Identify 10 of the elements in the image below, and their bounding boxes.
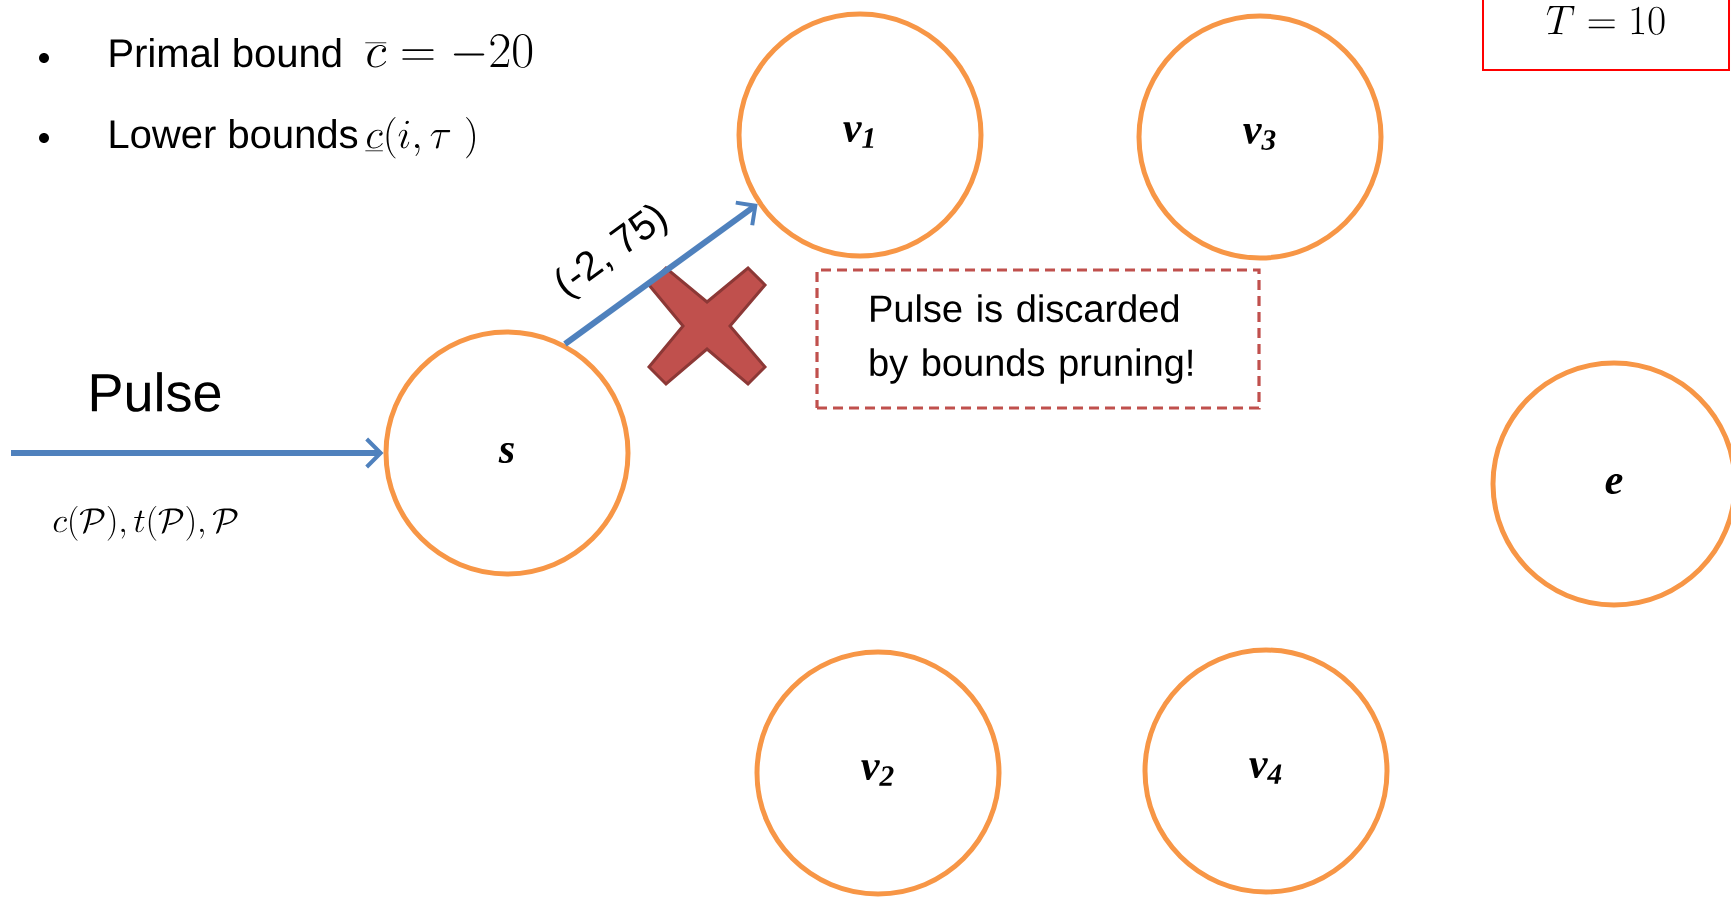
text-line: Lower bounds $\underline{c}(i,\tau\ )$ xyxy=(110,116,475,159)
note-box: Pulse is discarded by bounds pruning! xyxy=(815,268,1261,410)
edge-label: (-2, 75) xyxy=(546,196,678,308)
arrow xyxy=(11,437,384,469)
cross-mark xyxy=(647,265,768,387)
formula-box: $T = 10$ xyxy=(1482,0,1730,71)
arrow xyxy=(563,200,758,347)
formula-text: $c(\mathcal{P}), t(\mathcal{P}), \mathcal{P}$ xyxy=(53,506,238,541)
edge-label: Pulse xyxy=(85,370,225,414)
text-line: Primal bound $\overline{c}=-20$ xyxy=(110,34,533,68)
